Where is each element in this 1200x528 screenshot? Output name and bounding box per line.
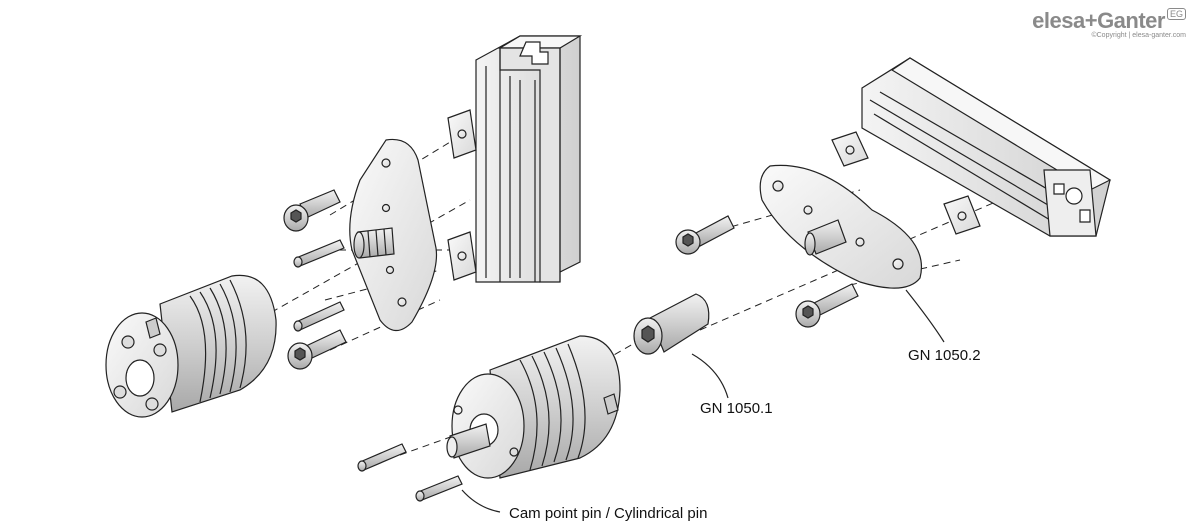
- cylindrical-pin: [415, 475, 463, 502]
- brand-badge: EG: [1166, 8, 1186, 20]
- left-threaded-stud: [353, 227, 395, 259]
- callout-gn-1050-2: GN 1050.2: [908, 347, 981, 364]
- right-lower-screw: [795, 283, 859, 328]
- left-shaft-coupling: [105, 274, 277, 418]
- horizontal-aluminium-profile: [861, 57, 1112, 237]
- t-slot-nut-upper: [447, 109, 477, 159]
- left-upper-screw: [283, 189, 341, 232]
- vertical-aluminium-profile: [475, 35, 583, 283]
- adapter-sleeve-gn-1050-1: [633, 293, 710, 355]
- brand-logo-text: elesa+Ganter: [1032, 8, 1165, 33]
- leader-pins: [461, 489, 501, 513]
- leader-gn-1050-1: [691, 353, 729, 399]
- cam-point-pin: [357, 443, 407, 472]
- callout-gn-1050-1: GN 1050.1: [700, 400, 773, 417]
- assembly-axis-lines: [239, 129, 1001, 456]
- t-slot-nut-lower: [447, 231, 477, 281]
- right-upper-screw: [675, 215, 735, 255]
- t-slot-nut-right-upper: [831, 131, 869, 167]
- left-lower-screw: [287, 329, 347, 370]
- leader-gn-1050-2: [905, 289, 945, 343]
- copyright-text: ©Copyright | elesa-ganter.com: [1091, 32, 1186, 39]
- center-shaft-coupling: [446, 335, 621, 479]
- left-lower-pin: [293, 301, 345, 332]
- left-upper-pin: [293, 239, 345, 268]
- right-threaded-stud: [804, 219, 847, 256]
- callout-pins: Cam point pin / Cylindrical pin: [509, 505, 708, 522]
- t-slot-nut-right-lower: [943, 195, 981, 235]
